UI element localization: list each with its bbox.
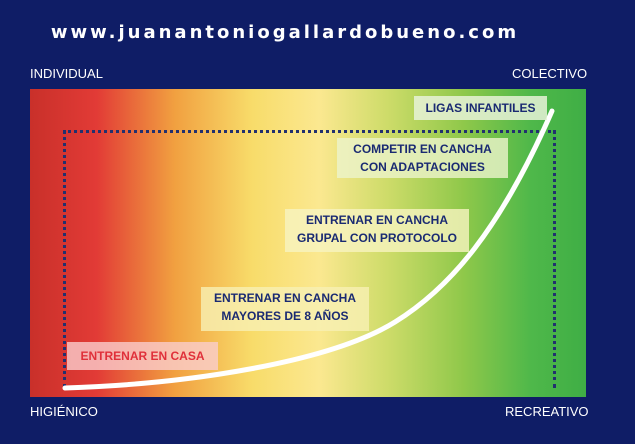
stage-mayores-8: ENTRENAR EN CANCHA MAYORES DE 8 AÑOS: [201, 287, 369, 331]
stage-mayores-line2: MAYORES DE 8 AÑOS: [221, 309, 349, 323]
stage-mayores-line1: ENTRENAR EN CANCHA: [213, 291, 356, 305]
stage-competir-line2: CON ADAPTACIONES: [360, 160, 485, 174]
label-higienico: HIGIÉNICO: [30, 404, 98, 419]
stage-grupal-line2: GRUPAL CON PROTOCOLO: [296, 231, 457, 245]
label-colectivo: COLECTIVO: [512, 66, 588, 81]
curve-line: [62, 108, 555, 391]
stage-ligas-infantiles: LIGAS INFANTILES: [414, 96, 547, 120]
stage-competir-adaptaciones: COMPETIR EN CANCHA CON ADAPTACIONES: [337, 138, 508, 178]
dotted-frame: [63, 130, 556, 388]
label-recreativo: RECREATIVO: [505, 404, 589, 419]
stage-grupal-protocolo: ENTRENAR EN CANCHA GRUPAL CON PROTOCOLO: [285, 209, 469, 252]
stage-competir-line1: COMPETIR EN CANCHA: [353, 142, 492, 156]
label-individual: INDIVIDUAL: [30, 66, 103, 81]
site-url: www.juanantoniogallardobueno.com: [50, 22, 520, 43]
stage-entrenar-en-casa: ENTRENAR EN CASA: [67, 342, 218, 370]
stage-grupal-line1: ENTRENAR EN CANCHA: [305, 213, 448, 227]
